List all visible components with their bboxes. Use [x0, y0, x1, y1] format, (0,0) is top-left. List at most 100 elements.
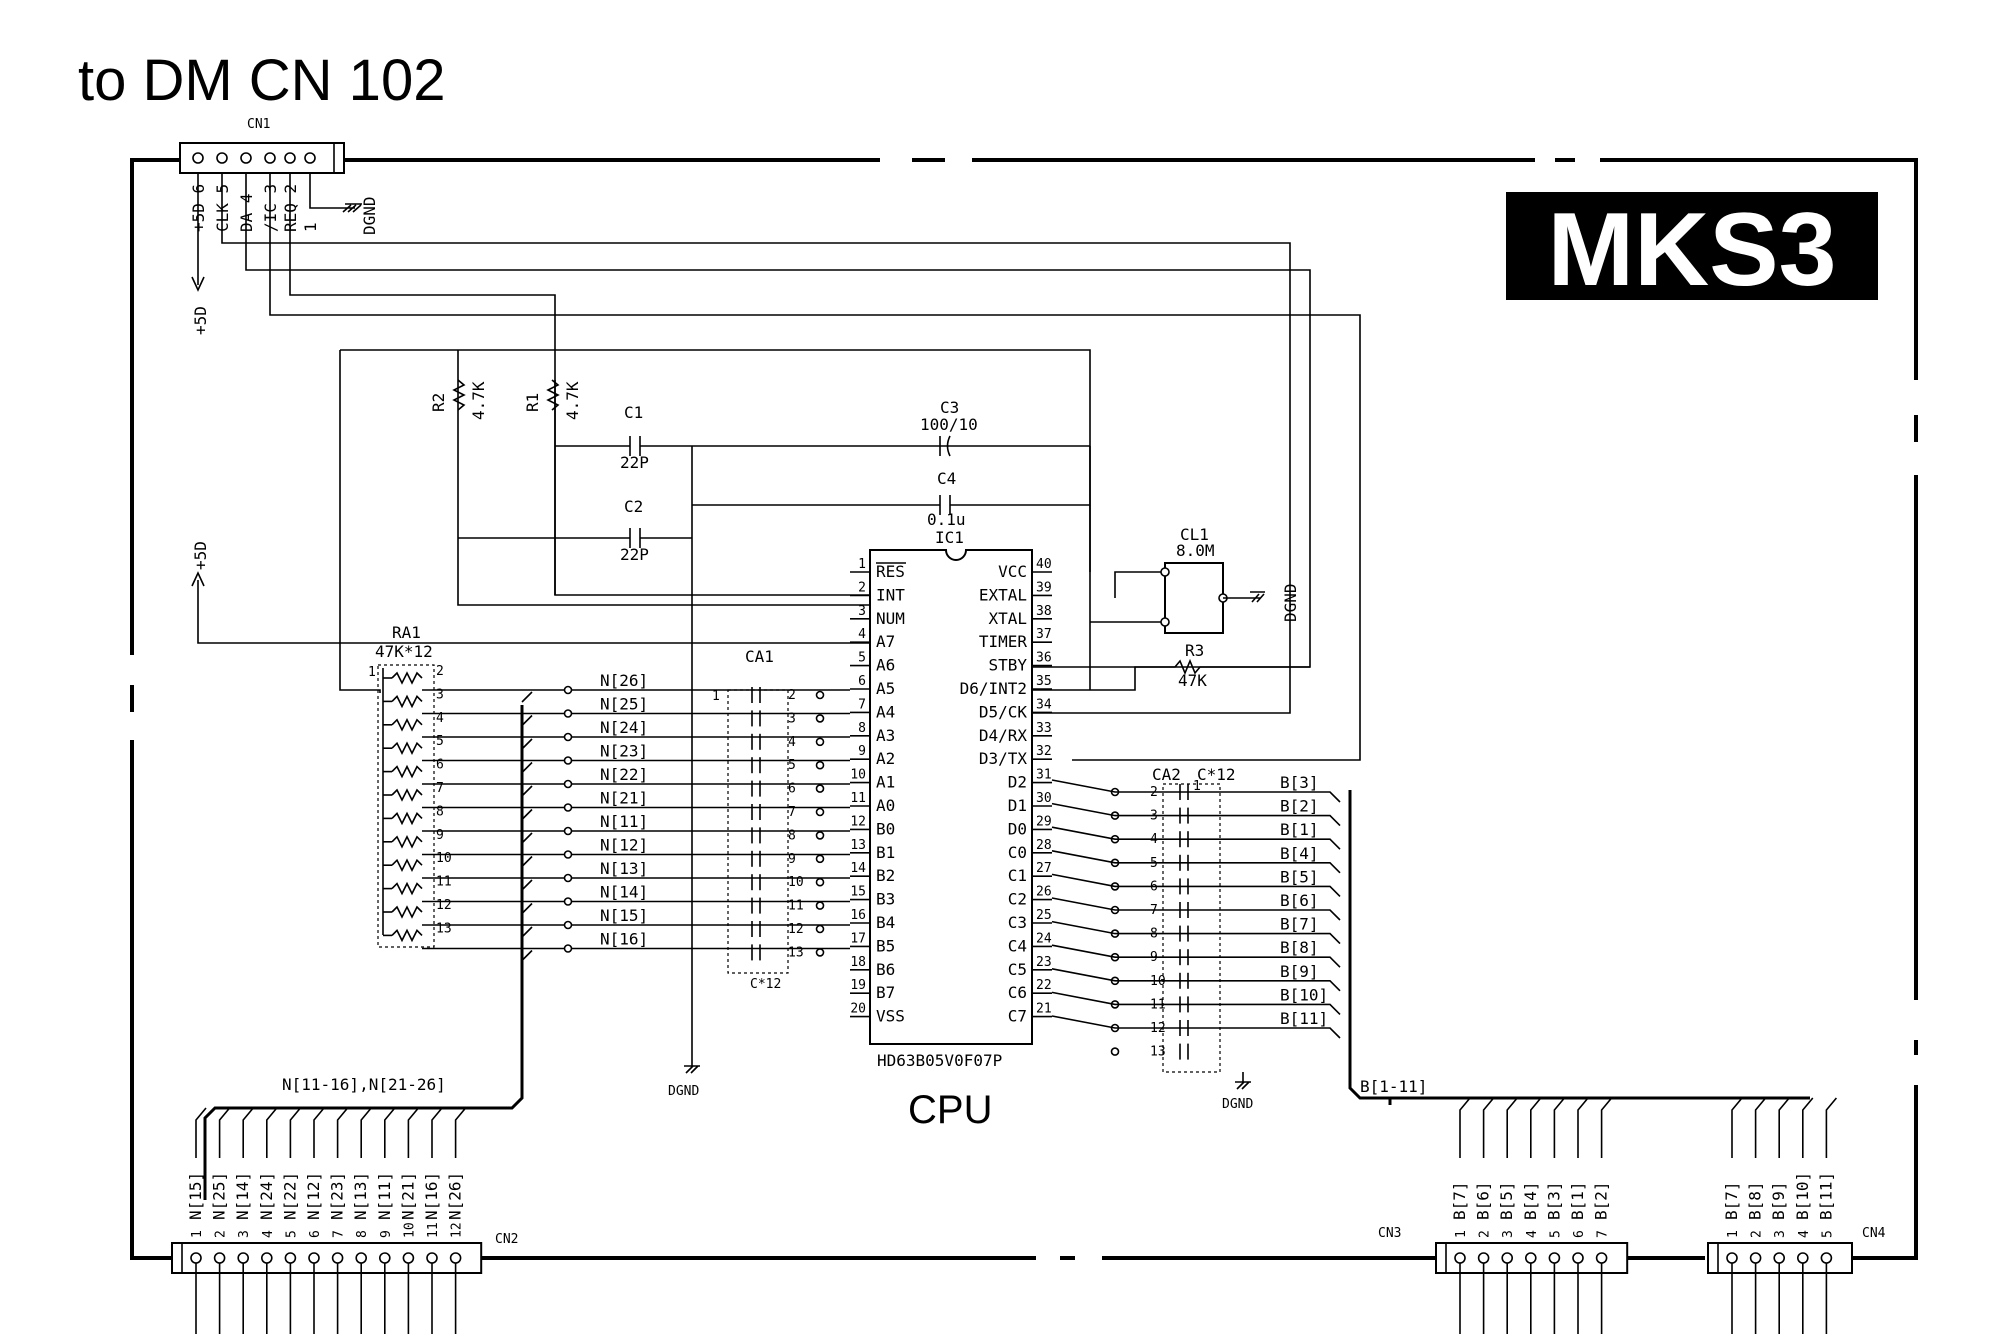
connector-pin — [1773, 1252, 1785, 1264]
n-net-label: N[15] — [600, 906, 648, 925]
ra1-pin-num: 5 — [436, 734, 444, 749]
ra1-pin-num: 13 — [436, 921, 452, 936]
svg-text:DGND: DGND — [1222, 1097, 1253, 1112]
bus-n-label: N[11-16],N[21-26] — [282, 1075, 446, 1094]
n-net-node — [563, 732, 573, 742]
ra1-resistor — [391, 764, 423, 779]
ic-right-pin-name: D1 — [1008, 796, 1027, 815]
cn1-pin — [216, 152, 228, 164]
n-bus-entry — [521, 902, 533, 915]
ic-left-pin-num: 19 — [850, 978, 866, 993]
b-net-label: B[3] — [1280, 773, 1319, 792]
cn3-connector: 1B[7]2B[6]3B[5]4B[4]5B[3]6B[1]7B[2] CN3 — [1378, 1097, 1629, 1334]
n-bus-entry — [521, 949, 533, 962]
connector-pin-label: N[13] — [351, 1172, 370, 1220]
ic-right-pin-name: XTAL — [988, 609, 1027, 628]
n-bus-entry — [521, 926, 533, 938]
ic-right-pin-name: D2 — [1008, 773, 1027, 792]
b-net-label: B[2] — [1280, 797, 1319, 816]
ic-left-pin-num: 1 — [858, 557, 866, 572]
connector-bus-entry — [454, 1107, 467, 1158]
connector-pin — [260, 1252, 273, 1264]
cn1-pin — [192, 152, 204, 164]
connector-pin — [1525, 1252, 1537, 1264]
ra1-resistor — [391, 671, 423, 685]
n-net-node — [563, 779, 573, 789]
ic-left-pin-num: 9 — [858, 744, 866, 759]
connector-pin-label: B[3] — [1544, 1181, 1563, 1220]
n-net-label: N[16] — [600, 930, 648, 949]
connector-pin — [378, 1252, 391, 1264]
cn1-pin — [304, 152, 316, 164]
connector-pin-label: B[8] — [1746, 1181, 1765, 1220]
connector-pin — [213, 1252, 226, 1264]
ic-left-pin-name: B0 — [876, 819, 895, 838]
connector-pin — [284, 1252, 297, 1264]
board-badge: MKS3 — [1548, 192, 1837, 308]
cn2-label: CN2 — [495, 1232, 518, 1247]
connector-pin — [237, 1252, 249, 1264]
connector-pin-num: 2 — [1478, 1230, 1493, 1238]
connector-pin-num: 12 — [450, 1222, 465, 1238]
bus-b-label: B[1-11] — [1360, 1077, 1427, 1096]
svg-text:CA1: CA1 — [745, 647, 774, 666]
svg-text:C*12: C*12 — [750, 977, 781, 992]
connector-pin — [1595, 1252, 1608, 1264]
svg-text:47K: 47K — [1178, 671, 1207, 690]
n-bus-entry — [521, 691, 533, 703]
connector-pin — [1797, 1252, 1809, 1264]
connector-pin-num: 3 — [237, 1230, 252, 1238]
connector-pin-label: B[11] — [1816, 1172, 1835, 1220]
connector-bus-entry — [384, 1107, 396, 1158]
c4-label: C4 — [937, 469, 956, 488]
connector-bus-entry — [407, 1107, 420, 1158]
connector-pin — [355, 1252, 368, 1264]
connector-pin-num: 7 — [332, 1230, 347, 1238]
connector-bus-entry — [1731, 1097, 1743, 1158]
connector-pin-label: B[9] — [1769, 1181, 1788, 1220]
ra1-pin-num: 2 — [436, 664, 444, 679]
b-net-wire — [1051, 802, 1341, 827]
connector-pin-label: N[16] — [422, 1172, 441, 1220]
ra1-pin-num: 6 — [436, 758, 444, 773]
ic-left-pin-name: B7 — [876, 983, 895, 1002]
ca1-pin-num: 5 — [788, 758, 796, 773]
ca2-node — [1110, 1047, 1120, 1056]
ic1-ref: IC1 — [935, 528, 964, 547]
resistor-r1: R1 4.7K — [523, 379, 582, 420]
connector-bus-entry — [1577, 1097, 1589, 1158]
connector-pin-num: 5 — [1548, 1230, 1563, 1238]
ic-right-pin-name: C5 — [1008, 960, 1027, 979]
connector-bus-entry — [1778, 1097, 1790, 1158]
crystal-cl1: CL1 8.0M DGND — [1090, 525, 1300, 634]
cpu-caption: CPU — [908, 1088, 992, 1132]
c2-value: 22P — [620, 545, 649, 564]
c3-value: 100/10 — [920, 415, 978, 434]
ic-right-pin-num: 39 — [1036, 580, 1052, 595]
n-bus-entry — [521, 785, 533, 797]
ic-right-pin-num: 34 — [1036, 697, 1052, 712]
cn1-pin-label: 1 — [301, 222, 320, 232]
ra1-resistor — [391, 694, 423, 709]
connector-bus-entry — [1802, 1097, 1814, 1158]
n-net-label: N[13] — [600, 859, 648, 878]
ra1-pin-num: 12 — [436, 898, 452, 913]
b-net-label: B[5] — [1280, 867, 1319, 886]
connector-pin-label: B[10] — [1793, 1172, 1812, 1220]
cn4-connector: 1B[7]2B[8]3B[9]4B[10]5B[11] CN4 — [1707, 1097, 1886, 1334]
ca1-pin-num: 6 — [788, 782, 796, 797]
ca1-node — [815, 831, 825, 840]
ic-right-pin-name: C7 — [1008, 1007, 1027, 1026]
n-net-node — [563, 826, 573, 836]
diagram-title: to DM CN 102 — [78, 48, 445, 113]
ic-left-pin-name: VSS — [876, 1007, 905, 1026]
svg-text:R3: R3 — [1185, 641, 1204, 660]
ic-left-pin-num: 4 — [858, 627, 866, 642]
connector-pin — [1572, 1252, 1584, 1264]
ic-right-pin-name: C3 — [1008, 913, 1027, 932]
cl1-gnd: DGND — [1281, 583, 1300, 622]
ca2-pin-num: 13 — [1150, 1045, 1166, 1060]
ca1-node — [815, 737, 825, 747]
